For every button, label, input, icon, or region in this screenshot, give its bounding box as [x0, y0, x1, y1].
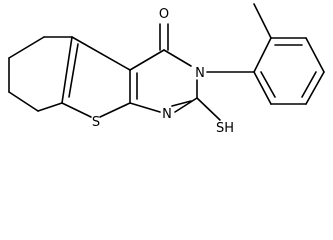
bond: [253, 37, 272, 73]
pyrimidinone-ring: [129, 49, 198, 113]
bond: [8, 91, 39, 112]
thiol-label: SH: [216, 121, 234, 136]
bond: [37, 102, 63, 112]
carbonyl-group: [159, 23, 169, 51]
bond: [253, 71, 272, 105]
nitrogen-lower-label: N: [162, 107, 172, 122]
tolyl-ring: [253, 37, 325, 105]
molecule-structure: O N N S SH: [8, 3, 325, 136]
bond: [301, 71, 317, 98]
bond: [8, 36, 45, 59]
bond: [305, 71, 325, 105]
bond: [260, 71, 276, 98]
bond: [129, 102, 161, 113]
bond: [163, 49, 192, 67]
cyclohexane-ring: [8, 36, 73, 112]
bond: [68, 43, 79, 98]
bond: [129, 49, 165, 71]
methyl-bond: [253, 3, 272, 39]
nitrogen-ring-label: N: [195, 66, 205, 81]
sulfur-ring-label: S: [92, 115, 100, 130]
thiol-bond: [196, 97, 221, 121]
thiophene-ring: [61, 36, 131, 118]
bond: [171, 100, 192, 107]
bond: [71, 36, 131, 71]
bond: [61, 102, 92, 118]
bond: [305, 37, 325, 73]
bond: [99, 102, 131, 118]
bond: [174, 97, 198, 113]
oxygen-label: O: [159, 7, 169, 22]
bond: [61, 36, 73, 104]
